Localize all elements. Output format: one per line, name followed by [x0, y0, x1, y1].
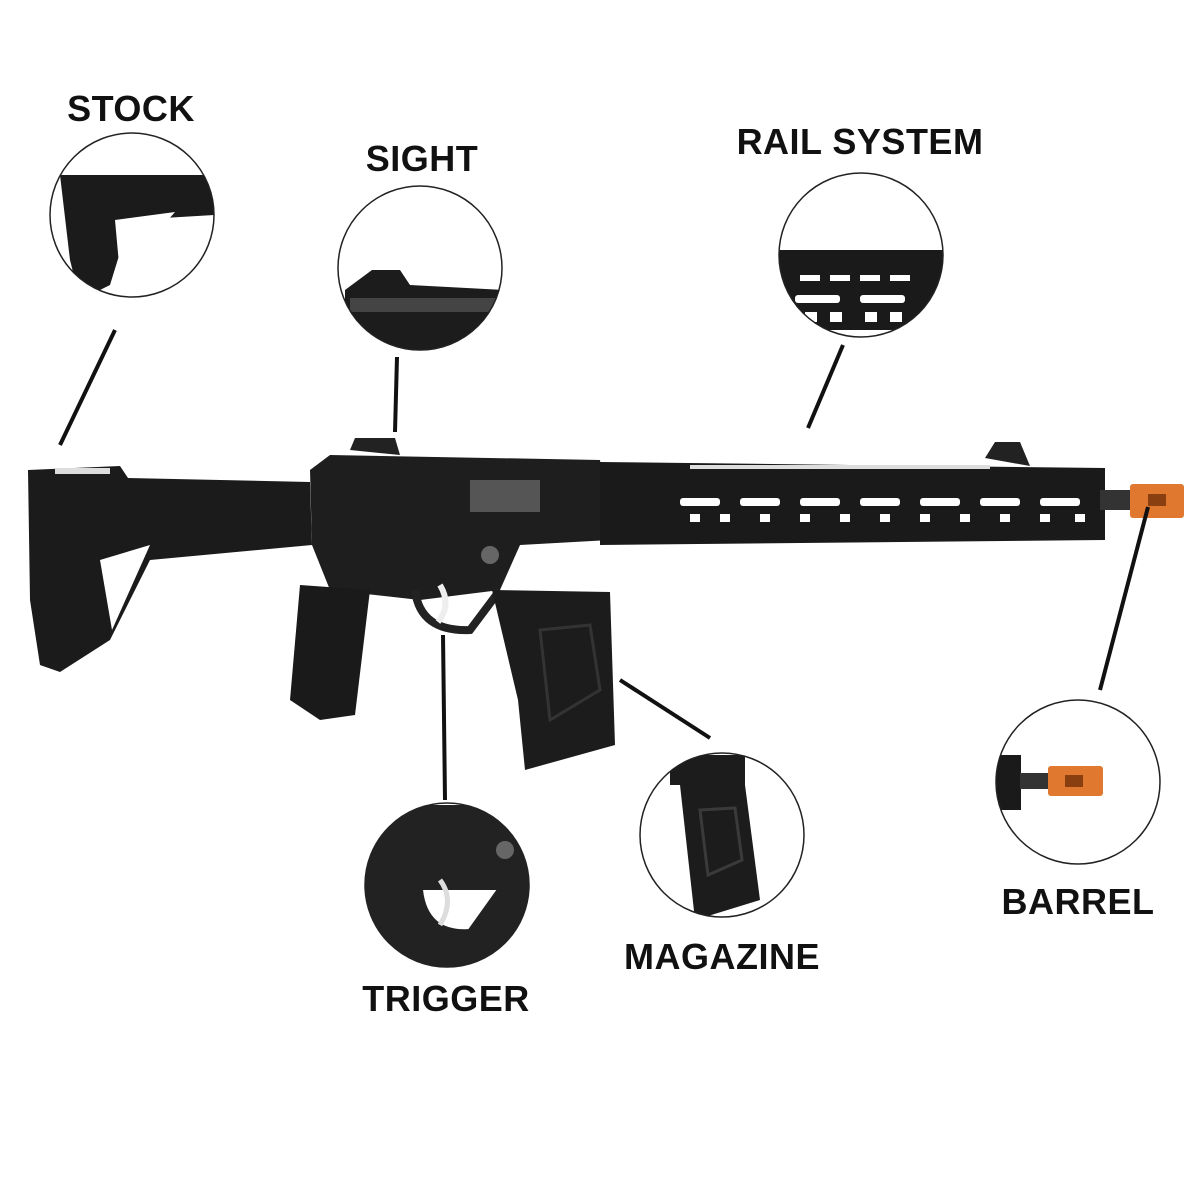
sight-inset — [337, 185, 503, 351]
label-rail-system: RAIL SYSTEM — [736, 121, 984, 162]
rail-inset — [778, 172, 944, 338]
rifle — [28, 438, 1184, 770]
trigger — [435, 583, 449, 624]
barrel-leader — [1098, 506, 1150, 691]
rail-slots — [680, 465, 1085, 522]
ejection-port — [470, 480, 540, 512]
trigger-guard — [411, 587, 504, 635]
magazine-texture — [538, 623, 602, 723]
rifle-stock — [28, 466, 312, 672]
mag-release — [481, 546, 499, 564]
magazine — [492, 590, 615, 770]
label-barrel: BARREL — [1001, 881, 1155, 922]
stock-inset — [49, 132, 215, 298]
rail-leader — [806, 344, 845, 429]
flash-hider-slot — [1148, 494, 1166, 506]
magazine-inset — [639, 752, 805, 918]
handguard — [600, 462, 1105, 545]
leader-lines — [58, 329, 1150, 801]
trigger-inset — [364, 802, 530, 968]
sight-leader — [393, 356, 399, 433]
label-trigger: TRIGGER — [362, 978, 530, 1019]
stock-highlight — [55, 468, 110, 474]
label-stock: STOCK — [67, 88, 195, 129]
front-sight — [985, 442, 1030, 466]
stock-leader — [58, 329, 117, 446]
magazine-leader — [618, 678, 712, 740]
trigger-leader — [441, 634, 447, 801]
label-sight: SIGHT — [365, 138, 479, 179]
label-magazine: MAGAZINE — [624, 936, 820, 977]
stock-cutout — [100, 545, 150, 630]
barrel-inset — [995, 699, 1161, 865]
rifle-receiver — [310, 455, 610, 600]
barrel — [1100, 490, 1132, 510]
rear-sight — [350, 438, 400, 455]
pistol-grip — [290, 585, 370, 720]
